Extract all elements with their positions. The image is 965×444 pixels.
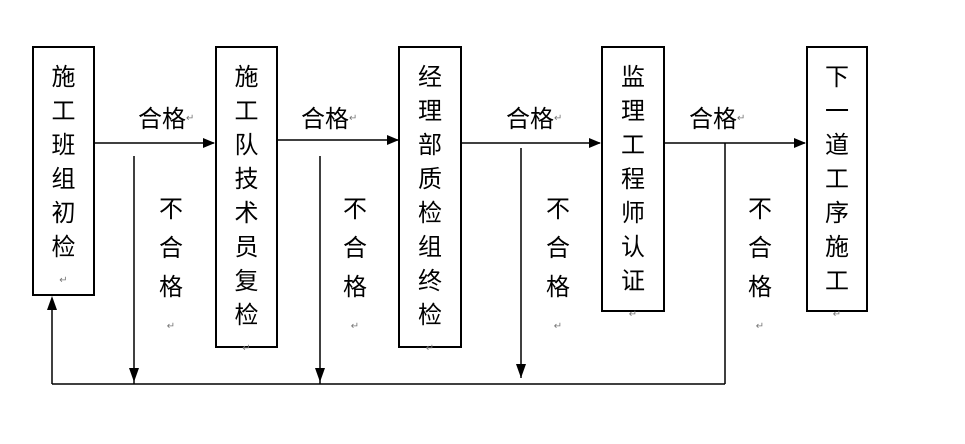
fail-char: 格↵ [745,268,775,346]
step-2-char: 技 [234,165,259,193]
step-5-char: 序 [825,199,849,227]
step-2-char: 复 [234,267,259,295]
paragraph-mark: ↵ [832,309,842,320]
step-box-5: 下 一 道 工 序 施 工 ↵ [806,46,868,320]
step-3-char: 质 [418,165,442,193]
paragraph-mark: ↵ [737,113,746,124]
fail-char-last: 格 [546,273,570,301]
step-5-text: 下 一 道 工 序 施 工↵ [808,60,866,332]
fail-char: 不 [748,195,772,223]
step-3-char: 组 [418,233,442,261]
step-box-3: 经 理 部 质 检 组 终 检 ↵ [398,46,462,354]
fail-char-last: 格 [159,273,183,301]
step-5-char-last: 工 [825,267,849,295]
fail-label-2: 不 合 格↵ [340,190,370,346]
step-4-char: 监 [621,63,645,91]
fail-char-last: 格 [343,273,367,301]
step-4-text: 监 理 工 程 师 认 证↵ [603,60,663,332]
fail-arrowhead-1 [129,368,139,382]
fail-char: 合 [343,234,367,262]
step-2-char: 检↵ [217,298,276,366]
fail-label-4: 不 合 格↵ [745,190,775,346]
fail-arrowhead-3 [516,364,526,378]
fail-char: 合 [748,234,772,262]
step-1-char: 工 [51,97,76,125]
step-3-char: 检 [418,199,442,227]
step-3-char-last: 检 [418,301,442,329]
step-2-char: 术 [234,199,259,227]
step-4-char: 程 [621,165,645,193]
paragraph-mark: ↵ [59,275,68,286]
pass-label-text: 合格 [301,105,349,133]
step-3-text: 经 理 部 质 检 组 终 检↵ [400,60,460,366]
pass-label-1: 合格↵ [138,104,194,134]
fail-char: 不 [159,195,183,223]
paragraph-mark: ↵ [186,113,195,124]
pass-label-2: 合格↵ [301,104,357,134]
step-1-char: 班 [51,131,76,159]
step-2-char-last: 检 [234,301,259,329]
step-2-char: 队 [234,131,259,159]
fail-char: 不 [343,195,367,223]
step-5-char: 道 [825,131,849,159]
pass-label-text: 合格 [506,105,554,133]
step-4-char: 证↵ [603,264,663,332]
paragraph-mark: ↵ [425,343,435,354]
fail-char: 格↵ [543,268,573,346]
step-2-char: 施 [234,63,259,91]
paragraph-mark: ↵ [242,343,251,354]
paragraph-mark: ↵ [350,321,360,332]
fail-char: 合 [546,234,570,262]
step-3-char: 经 [418,63,442,91]
step-4-char: 工 [621,131,645,159]
step-2-char: 员 [234,233,259,261]
step-5-char: 下 [825,63,849,91]
step-4-char-last: 证 [621,267,645,295]
fail-char: 格↵ [340,268,370,346]
step-1-char: 组 [51,165,76,193]
step-5-char: 工 [825,165,849,193]
paragraph-mark: ↵ [628,309,638,320]
step-4-char: 认 [621,233,645,261]
pass-label-4: 合格↵ [689,104,745,134]
step-1-char: 检↵ [34,230,93,298]
fail-label-1: 不 合 格↵ [156,190,186,346]
fail-label-3: 不 合 格↵ [543,190,573,346]
fail-char: 不 [546,195,570,223]
step-1-char: 施 [51,63,76,91]
paragraph-mark: ↵ [755,321,765,332]
step-box-1: 施 工 班 组 初 检↵ [32,46,95,296]
step-2-text: 施 工 队 技 术 员 复 检↵ [217,60,276,366]
step-1-char: 初 [51,199,76,227]
pass-label-text: 合格 [689,105,737,133]
step-5-char: 施 [825,233,849,261]
step-1-char-last: 检 [51,233,76,261]
pass-label-3: 合格↵ [506,104,562,134]
step-5-char: 一 [825,97,849,125]
step-3-char: 终 [418,267,442,295]
paragraph-mark: ↵ [349,113,358,124]
step-3-char: 部 [418,131,442,159]
step-4-char: 理 [621,97,645,125]
paragraph-mark: ↵ [554,113,563,124]
paragraph-mark: ↵ [166,321,176,332]
step-3-char: 检↵ [400,298,460,366]
fail-char: 格↵ [156,268,186,346]
step-2-char: 工 [234,97,259,125]
step-5-char: 工↵ [808,264,866,332]
step-box-4: 监 理 工 程 师 认 证 ↵ [601,46,665,320]
step-3-char: 理 [418,97,442,125]
step-4-char: 师 [621,199,645,227]
step-1-text: 施 工 班 组 初 检↵ [34,60,93,298]
paragraph-mark: ↵ [553,321,563,332]
step-box-2: 施 工 队 技 术 员 复 检 ↵ [215,46,278,354]
pass-label-text: 合格 [138,105,186,133]
fail-char: 合 [159,234,183,262]
return-arrowhead [47,296,57,310]
fail-arrowhead-2 [315,368,325,382]
fail-char-last: 格 [748,273,772,301]
